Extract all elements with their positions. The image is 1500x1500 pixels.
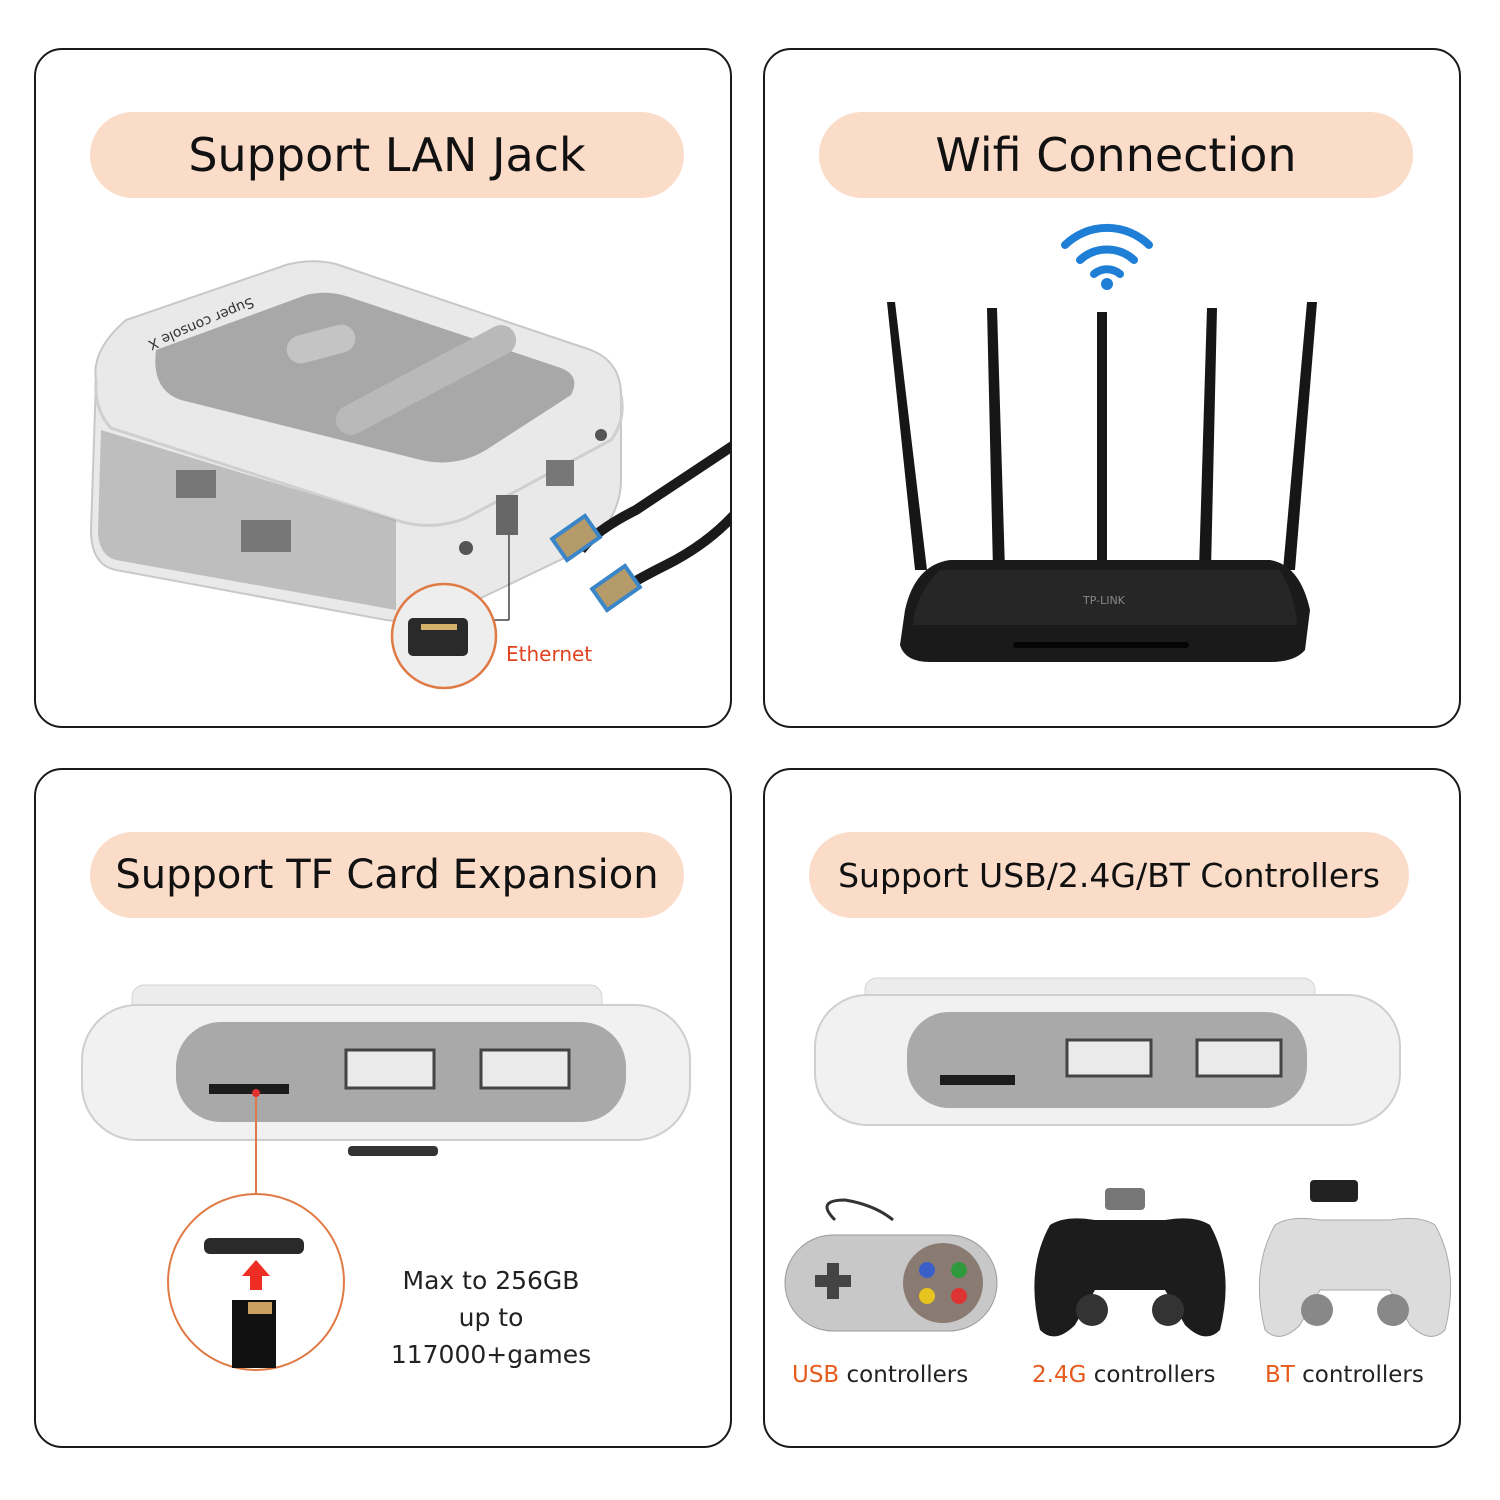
24g-controllers-label: 2.4G controllers: [1032, 1362, 1216, 1388]
panel-title-pill: Support LAN Jack: [90, 112, 684, 198]
panel-title: Support USB/2.4G/BT Controllers: [838, 855, 1380, 895]
panel-controllers: Support USB/2.4G/BT Controllers: [763, 768, 1461, 1448]
tf-card-icon: [204, 1238, 304, 1254]
usb-dongle-icon: [1310, 1180, 1358, 1202]
panel-lan-jack: Support LAN Jack Super console X Etherne…: [34, 48, 732, 728]
console-front-icon: [81, 984, 691, 1371]
snes-controller-icon: [784, 1198, 998, 1332]
panel-title-pill: Support TF Card Expansion: [90, 832, 684, 918]
panel-tf-card: Support TF Card Expansion Max to 256GB u…: [34, 768, 732, 1448]
capacity-caption: Max to 256GB up to 117000+games: [356, 1262, 626, 1373]
ps-controller-icon: [1258, 1180, 1452, 1337]
bt-controllers-label: BT controllers: [1265, 1362, 1424, 1388]
panel-title-pill: Support USB/2.4G/BT Controllers: [809, 832, 1409, 918]
router-icon: TP-LINK: [887, 223, 1317, 662]
arrow-up-icon: [242, 1260, 270, 1290]
wifi-icon: [1061, 223, 1153, 290]
panel-title: Support TF Card Expansion: [115, 852, 659, 898]
panel-title: Support LAN Jack: [188, 128, 586, 182]
panel-wifi: Wifi Connection TP-LINK: [763, 48, 1461, 728]
capacity-text: Max to 256GB: [402, 1266, 580, 1295]
ps-controller-icon: [1034, 1188, 1226, 1337]
panel-title-pill: Wifi Connection: [819, 112, 1413, 198]
svg-text:TP-LINK: TP-LINK: [1082, 594, 1126, 607]
usb-dongle-icon: [1105, 1188, 1145, 1210]
panel-title: Wifi Connection: [935, 128, 1297, 182]
ethernet-label: Ethernet: [506, 642, 593, 666]
usb-controllers-label: USB controllers: [792, 1362, 969, 1388]
console-front-icon: [784, 977, 1452, 1337]
console-icon: Super console X: [89, 260, 730, 690]
games-text: up to 117000+games: [390, 1303, 592, 1369]
